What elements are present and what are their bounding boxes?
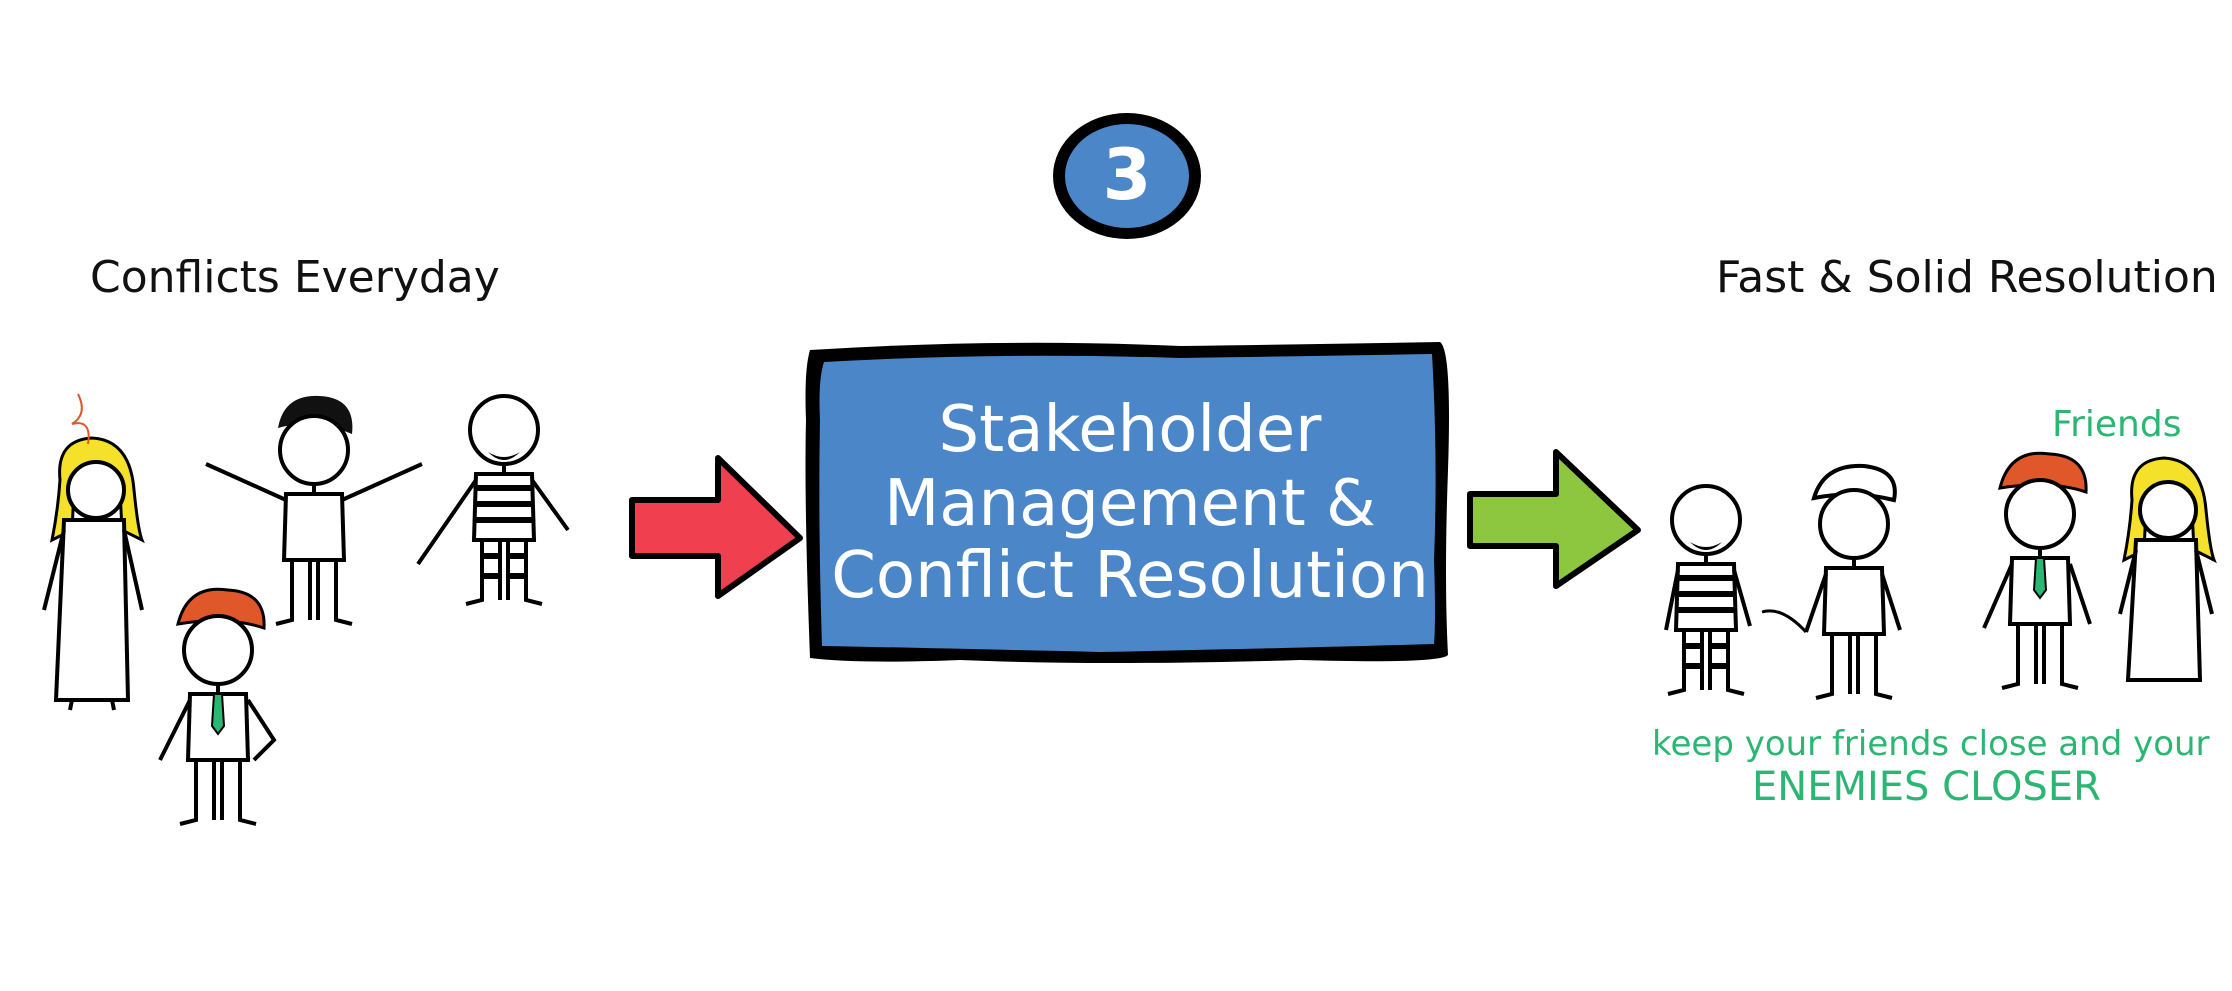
motto-line-2: ENEMIES CLOSER <box>1752 764 2101 810</box>
step-number: 3 <box>1102 134 1152 216</box>
center-box <box>805 342 1449 663</box>
center-line-3: Conflict Resolution <box>831 539 1429 613</box>
person-figure-icon <box>2118 456 2217 682</box>
person-figure-icon <box>158 587 277 826</box>
person-figure-icon <box>1664 484 1752 696</box>
person-figure-icon <box>416 394 570 606</box>
person-figure-icon <box>205 395 423 626</box>
motto-line-1: keep your friends close and your <box>1652 724 2210 764</box>
person-figure-icon <box>1761 463 1902 700</box>
person-figure-icon <box>1982 451 2092 690</box>
friends-label: Friends <box>2052 404 2182 445</box>
right-title: Fast & Solid Resolution <box>1716 252 2218 303</box>
arrow-right-icon <box>1467 449 1641 589</box>
person-figure-icon <box>42 393 145 711</box>
center-line-1: Stakeholder <box>938 393 1322 467</box>
arrow-right-icon <box>629 455 803 599</box>
center-line-2: Management & <box>884 467 1376 541</box>
number-badge-icon <box>1053 113 1201 239</box>
left-title: Conflicts Everyday <box>90 252 500 303</box>
